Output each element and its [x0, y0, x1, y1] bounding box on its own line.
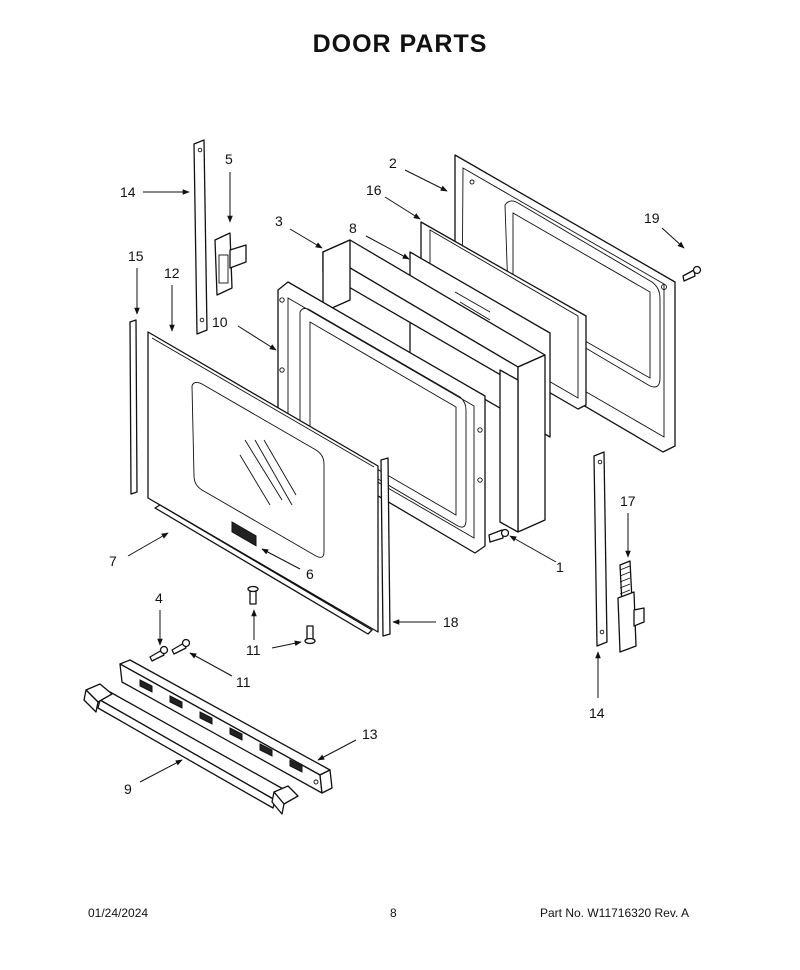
callout-12: 12	[164, 265, 180, 281]
callout-18: 18	[443, 614, 459, 630]
callout-14-top: 14	[120, 184, 136, 200]
leader-16	[384, 196, 421, 220]
leader-19	[661, 227, 685, 249]
leader-1	[509, 535, 557, 563]
callout-19: 19	[644, 210, 660, 226]
part-screw	[488, 528, 510, 543]
part-bottom-trim	[154, 504, 373, 635]
footer-part-number: Part No. W11716320 Rev. A	[540, 906, 689, 920]
leader-13	[317, 739, 357, 761]
leader-9	[139, 759, 183, 783]
callout-1: 1	[556, 559, 564, 575]
part-side-trim	[129, 319, 138, 495]
leader-11-handle	[189, 652, 233, 677]
callout-5: 5	[225, 151, 233, 167]
part-hinge-channel-right	[593, 451, 608, 647]
part-hinge-left	[214, 232, 247, 296]
leader-10	[237, 325, 277, 351]
callout-13: 13	[362, 726, 378, 742]
callout-6: 6	[306, 566, 314, 582]
callout-numbers: 2 16 19 3 8 5 14 15 12 10 1 7 6 11 18 17…	[109, 151, 660, 797]
callout-10: 10	[212, 314, 228, 330]
leader-11-bottom-b	[271, 640, 302, 649]
part-outer-glass	[147, 331, 379, 633]
leader-6	[261, 548, 301, 570]
leader-7	[127, 532, 169, 557]
part-handle-screw-a	[149, 645, 169, 662]
part-side-trim-right	[380, 457, 391, 637]
part-hinge-channel-left	[193, 139, 208, 335]
leader-2	[404, 169, 448, 192]
callout-11-bottom: 11	[246, 642, 261, 658]
part-handle-screw-b	[171, 638, 191, 655]
callout-17: 17	[620, 493, 636, 509]
footer-date: 01/24/2024	[88, 906, 149, 920]
part-hinge-right	[617, 560, 645, 653]
part-door-handle	[83, 683, 299, 815]
part-screw-bottom-b	[304, 625, 316, 645]
callout-15: 15	[128, 248, 144, 264]
part-screw-top	[682, 265, 702, 282]
leader-lines	[127, 169, 685, 783]
callout-11-handle: 11	[236, 674, 251, 690]
leader-8	[365, 235, 410, 260]
callout-7: 7	[109, 553, 117, 569]
callout-8: 8	[349, 220, 357, 236]
footer-page-number: 8	[390, 906, 397, 920]
part-insulation-block	[322, 239, 546, 533]
callout-16: 16	[366, 182, 382, 198]
callout-3: 3	[275, 213, 283, 229]
callout-14-bottom: 14	[589, 705, 605, 721]
leader-3	[289, 228, 323, 249]
page-title: DOOR PARTS	[312, 30, 488, 58]
part-vent-panel	[119, 659, 333, 794]
callout-9: 9	[124, 781, 132, 797]
callout-2: 2	[389, 155, 397, 171]
part-screw-bottom-a	[247, 585, 259, 605]
callout-4: 4	[155, 590, 163, 606]
